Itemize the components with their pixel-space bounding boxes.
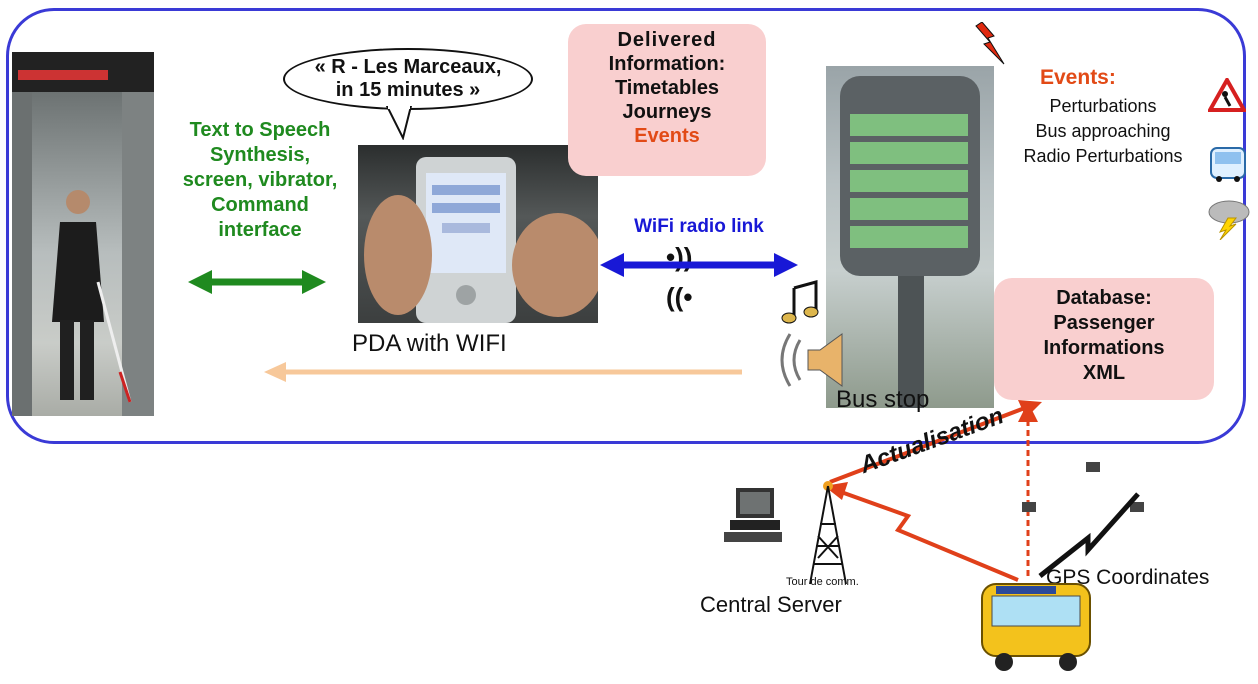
pda-photo (358, 145, 598, 323)
feedback-arrow (264, 362, 742, 382)
user-photo (12, 52, 154, 416)
tower-caption: Tour de comm. (786, 576, 859, 588)
bus-icon (1210, 147, 1246, 182)
radio-tower-icon (809, 481, 847, 585)
storm-cloud-icon (1208, 200, 1250, 240)
gps-label: GPS Coordinates (1046, 566, 1210, 589)
delivered-information-box: Delivered Information: Timetables Journe… (568, 24, 766, 176)
pda-label: PDA with WIFI (352, 330, 507, 357)
roadworks-icon (1208, 78, 1246, 112)
bus-stop-label: Bus stop (836, 386, 930, 413)
wifi-link-label: WiFi radio link (634, 216, 764, 237)
database-box: Database: Passenger Informations XML (994, 278, 1214, 400)
event-item: Radio Perturbations (1023, 146, 1183, 166)
central-server-label: Central Server (700, 592, 842, 617)
event-item: Perturbations (1049, 96, 1157, 116)
lightning-icon (975, 22, 1005, 65)
bus-stop-photo (826, 66, 994, 408)
speech-bubble: « R - Les Marceaux, in 15 minutes » (283, 48, 533, 110)
speech-bubble-tail (385, 106, 413, 140)
interface-double-arrow (188, 270, 326, 294)
wifi-in-icon: ((• (666, 282, 693, 312)
events-title: Events: (1040, 66, 1116, 89)
interface-description: Text to Speech Synthesis, screen, vibrat… (182, 119, 338, 241)
computer-icon (724, 488, 782, 542)
events-list: Perturbations Bus approaching Radio Pert… (988, 94, 1218, 169)
actualisation-arrows (824, 400, 1042, 582)
event-item: Bus approaching (1035, 121, 1171, 141)
bus-vehicle-icon (981, 583, 1091, 671)
speaker-icon (780, 280, 843, 387)
gps-signal-icon (1022, 462, 1144, 578)
wifi-double-arrow (600, 253, 798, 277)
